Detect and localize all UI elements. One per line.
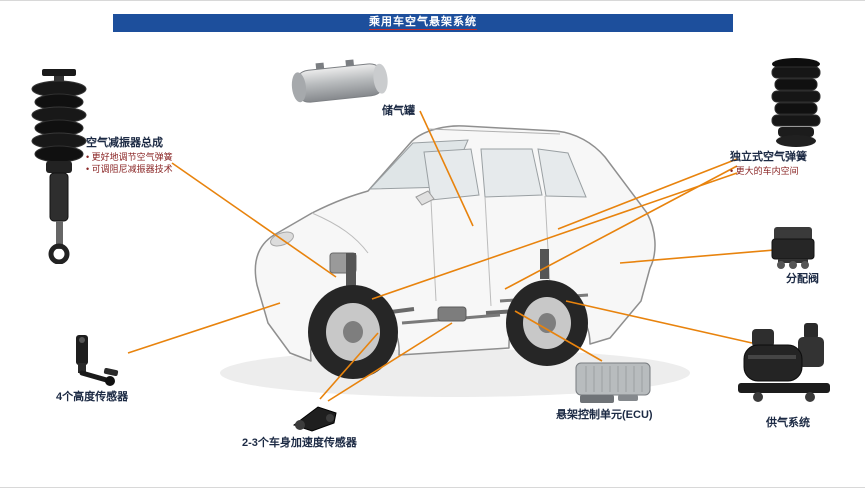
height-sensor-label-group: 4个高度传感器	[56, 391, 128, 405]
quarter-window	[537, 148, 587, 198]
air-spring-bullet-1: • 更大的车内空间	[730, 165, 799, 176]
compressor-label-group: 供气系统	[766, 417, 810, 431]
air-strut-bullet-2: • 可调阻尼减振器技术	[86, 163, 173, 174]
front-wheel	[308, 285, 398, 379]
leader-lines	[127, 110, 787, 402]
headlight	[270, 231, 294, 247]
air-tank-label-group: 储气罐	[382, 105, 415, 119]
accel-sensor-image	[288, 397, 342, 442]
side-mirror	[415, 190, 435, 206]
ecu-image	[572, 357, 654, 412]
valve-image	[768, 221, 818, 276]
valve-label: 分配阀	[786, 273, 819, 285]
air-strut-label: 空气减振器总成	[86, 137, 163, 149]
air-strut-image	[24, 69, 94, 269]
air-spring-image	[764, 57, 828, 154]
valve-label-group: 分配阀	[786, 273, 819, 287]
compressor-image	[732, 311, 836, 416]
ecu-label: 悬架控制单元(ECU)	[556, 409, 653, 421]
height-sensor-label: 4个高度传感器	[56, 391, 129, 403]
air-tank-image	[281, 51, 398, 119]
air-spring-label-group: 独立式空气弹簧 • 更大的车内空间	[730, 151, 807, 177]
windshield	[368, 139, 469, 190]
air-strut-label-group: 空气减振器总成 • 更好地调节空气弹簧 • 可调阻尼减振器技术	[86, 137, 173, 175]
accel-sensor-label: 2-3个车身加速度传感器	[242, 437, 357, 449]
air-tank-label: 储气罐	[382, 105, 415, 117]
rear-wheel	[506, 280, 588, 366]
rear-door-window	[480, 148, 543, 198]
accel-sensor-label-group: 2-3个车身加速度传感器	[242, 437, 357, 451]
chassis-cutaway	[329, 249, 589, 325]
height-sensor-image	[66, 331, 126, 396]
diagram-title: 乘用车空气悬架系统	[369, 15, 477, 30]
air-spring-label: 独立式空气弹簧	[730, 151, 807, 163]
car-body	[254, 125, 656, 362]
air-strut-bullet-1: • 更好地调节空气弹簧	[86, 151, 173, 162]
compressor-label: 供气系统	[766, 417, 810, 429]
ecu-label-group: 悬架控制单元(ECU)	[556, 409, 653, 423]
front-door-window	[423, 148, 480, 201]
title-bar: 乘用车空气悬架系统	[113, 14, 733, 32]
